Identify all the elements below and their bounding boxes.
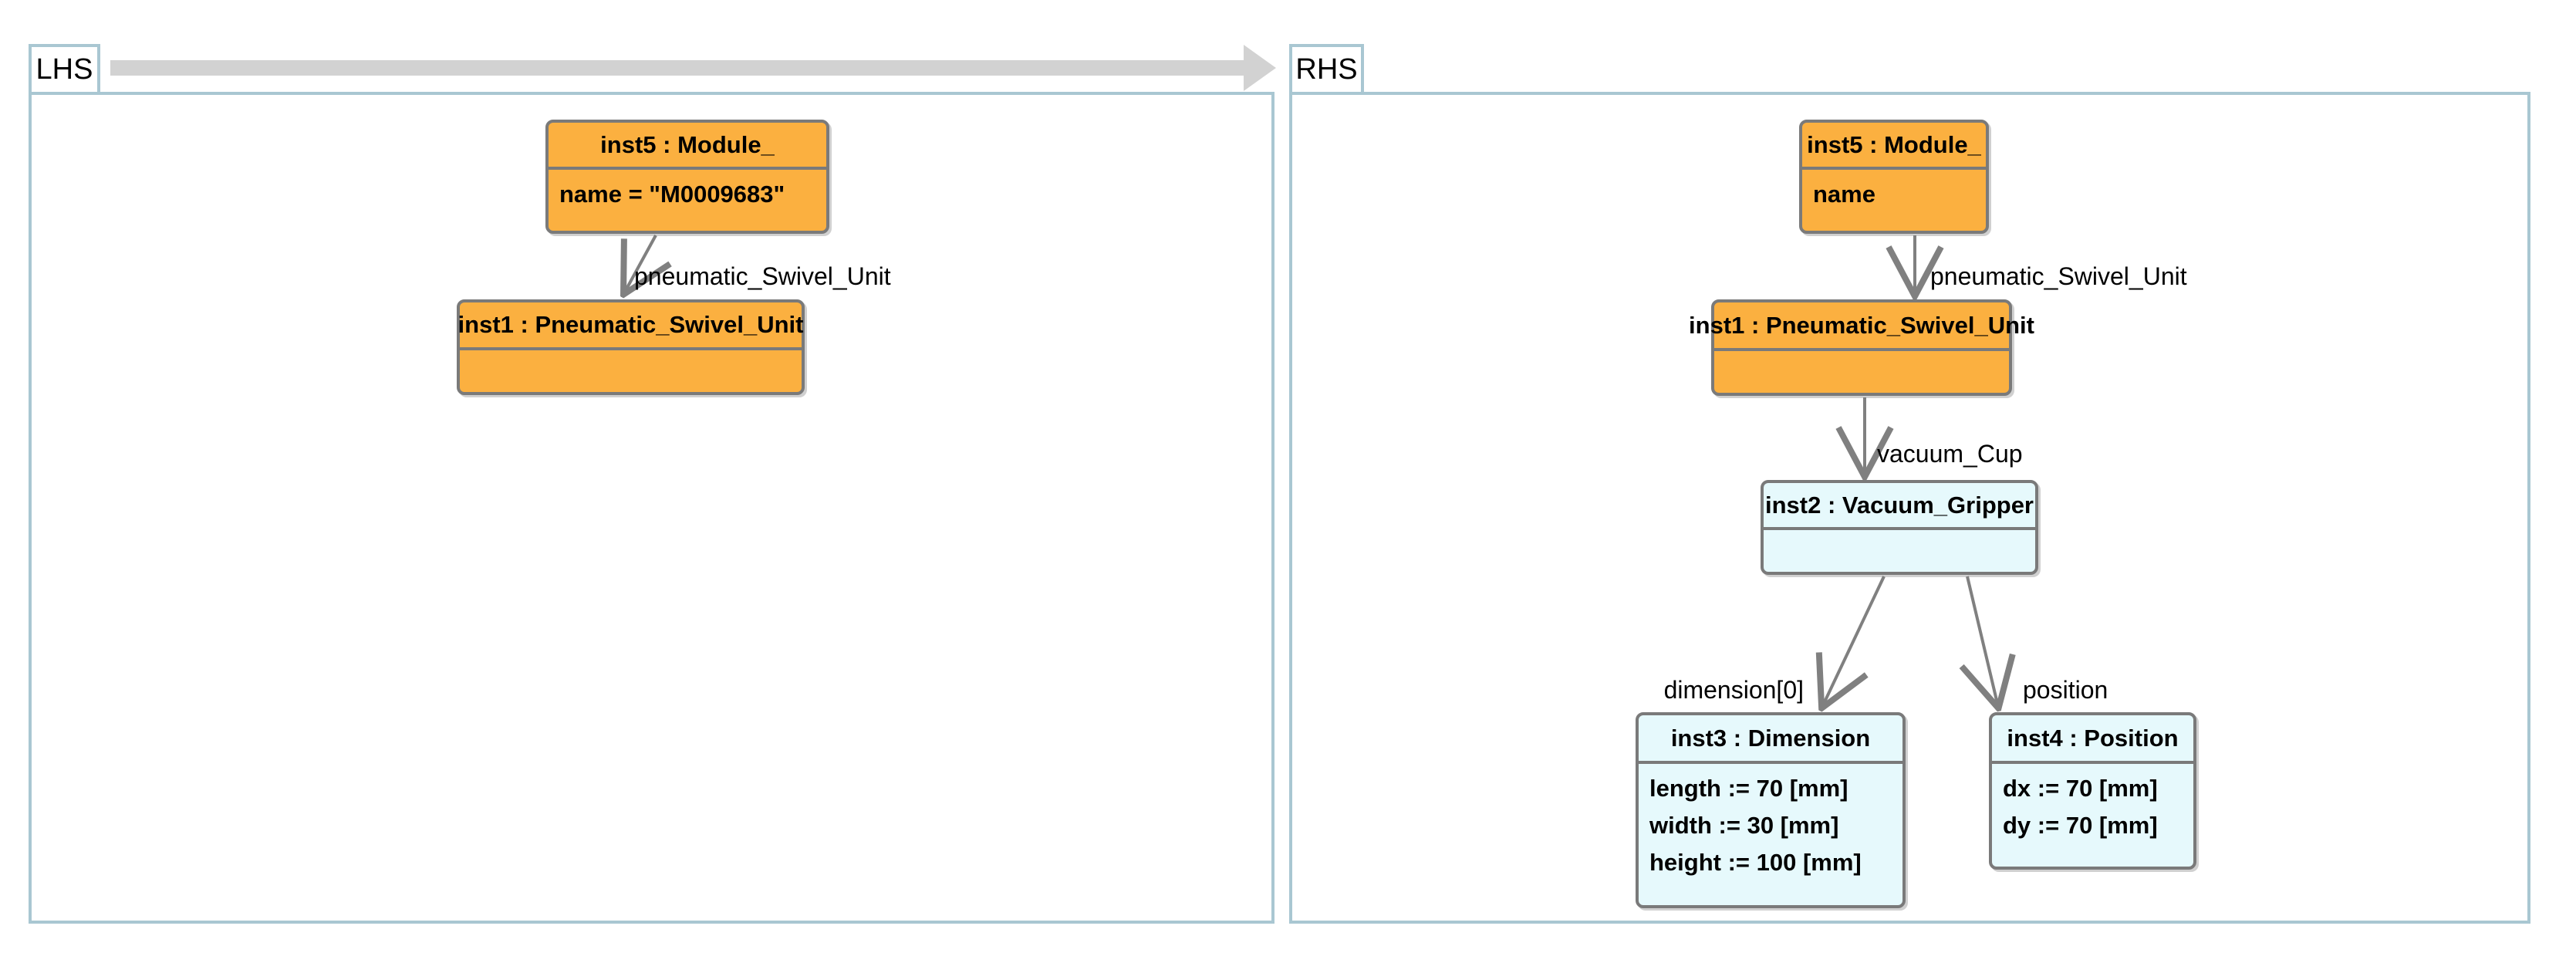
lhs-tab-label: LHS [35,52,93,86]
attribute-row: width := 30 [mm] [1649,812,1839,839]
node-title: inst5 : Module_ [600,130,775,158]
node-title: inst5 : Module_ [1807,130,1981,158]
node-title: inst1 : Pneumatic_Swivel_Unit [457,311,804,338]
attribute-row: dx := 70 [mm] [2003,775,2158,802]
node-rhs-inst5-module[interactable]: inst5 : Module_ name [1799,120,1989,234]
attribute-row: name [1813,181,1875,208]
node-title: inst3 : Dimension [1670,724,1871,752]
node-attributes [1714,348,2009,393]
node-attributes [460,347,802,392]
attribute-row: length := 70 [mm] [1649,775,1848,802]
node-title: inst4 : Position [2007,724,2179,752]
node-title: inst1 : Pneumatic_Swivel_Unit [1689,311,2034,339]
node-attributes: length := 70 [mm] width := 30 [mm] heigh… [1639,761,1902,905]
node-rhs-inst4-position[interactable]: inst4 : Position dx := 70 [mm] dy := 70 … [1989,712,2196,870]
lhs-tab[interactable]: LHS [29,44,100,92]
lhs-edge-pneumatic-swivel-unit [624,235,656,293]
node-attributes: name = "M0009683" [549,167,826,231]
node-lhs-inst1-pneumatic-swivel-unit[interactable]: inst1 : Pneumatic_Swivel_Unit [457,299,805,395]
node-rhs-inst2-vacuum-gripper[interactable]: inst2 : Vacuum_Gripper [1761,480,2038,575]
attribute-row: name = "M0009683" [559,181,785,208]
rhs-edge-position [1967,576,1998,707]
rhs-tab[interactable]: RHS [1289,44,1364,92]
node-rhs-inst1-pneumatic-swivel-unit[interactable]: inst1 : Pneumatic_Swivel_Unit [1689,299,2034,396]
node-attributes: name [1802,167,1986,231]
attribute-row: height := 100 [mm] [1649,849,1862,876]
transform-arrow-icon [110,45,1276,91]
rhs-edge-label-position: position [2023,676,2108,704]
node-attributes [1764,527,2035,572]
rhs-edge-label-pneumatic-swivel-unit: pneumatic_Swivel_Unit [1930,262,2187,290]
node-rhs-inst3-dimension[interactable]: inst3 : Dimension length := 70 [mm] widt… [1636,712,1906,908]
node-attributes: dx := 70 [mm] dy := 70 [mm] [1992,761,2193,867]
rhs-edge-label-vacuum-cup: vacuum_Cup [1877,440,2023,468]
attribute-row: dy := 70 [mm] [2003,812,2158,839]
lhs-edge-label-pneumatic-swivel-unit: pneumatic_Swivel_Unit [634,262,891,290]
rhs-edge-label-dimension-0: dimension[0] [1663,676,1804,704]
rhs-tab-label: RHS [1295,52,1358,86]
node-lhs-inst5-module[interactable]: inst5 : Module_ name = "M0009683" [545,120,829,234]
rhs-edge-dimension [1822,576,1886,707]
node-title: inst2 : Vacuum_Gripper [1765,491,2034,519]
